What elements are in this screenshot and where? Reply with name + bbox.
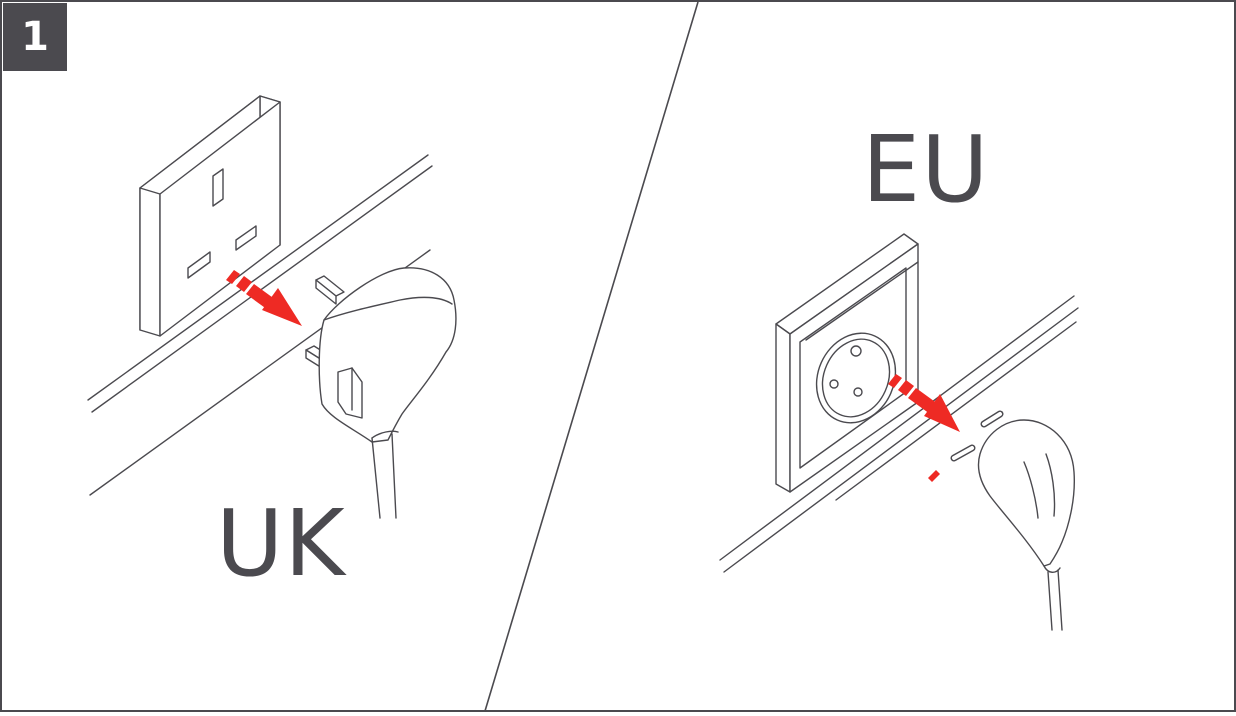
eu-panel [719, 233, 1079, 631]
uk-plug-icon [305, 267, 457, 519]
unplug-arrow-icon [888, 374, 960, 482]
panel-divider [484, 1, 699, 712]
eu-skirting-lines [719, 295, 1079, 573]
eu-socket-icon [775, 233, 919, 493]
uk-panel [87, 95, 457, 519]
eu-plug-icon [950, 410, 1076, 631]
step-number-badge: 1 [3, 3, 67, 71]
unplug-arrow-icon [226, 270, 302, 326]
uk-socket-icon [139, 95, 281, 337]
eu-label: EU [862, 116, 990, 223]
uk-label: UK [216, 490, 346, 597]
